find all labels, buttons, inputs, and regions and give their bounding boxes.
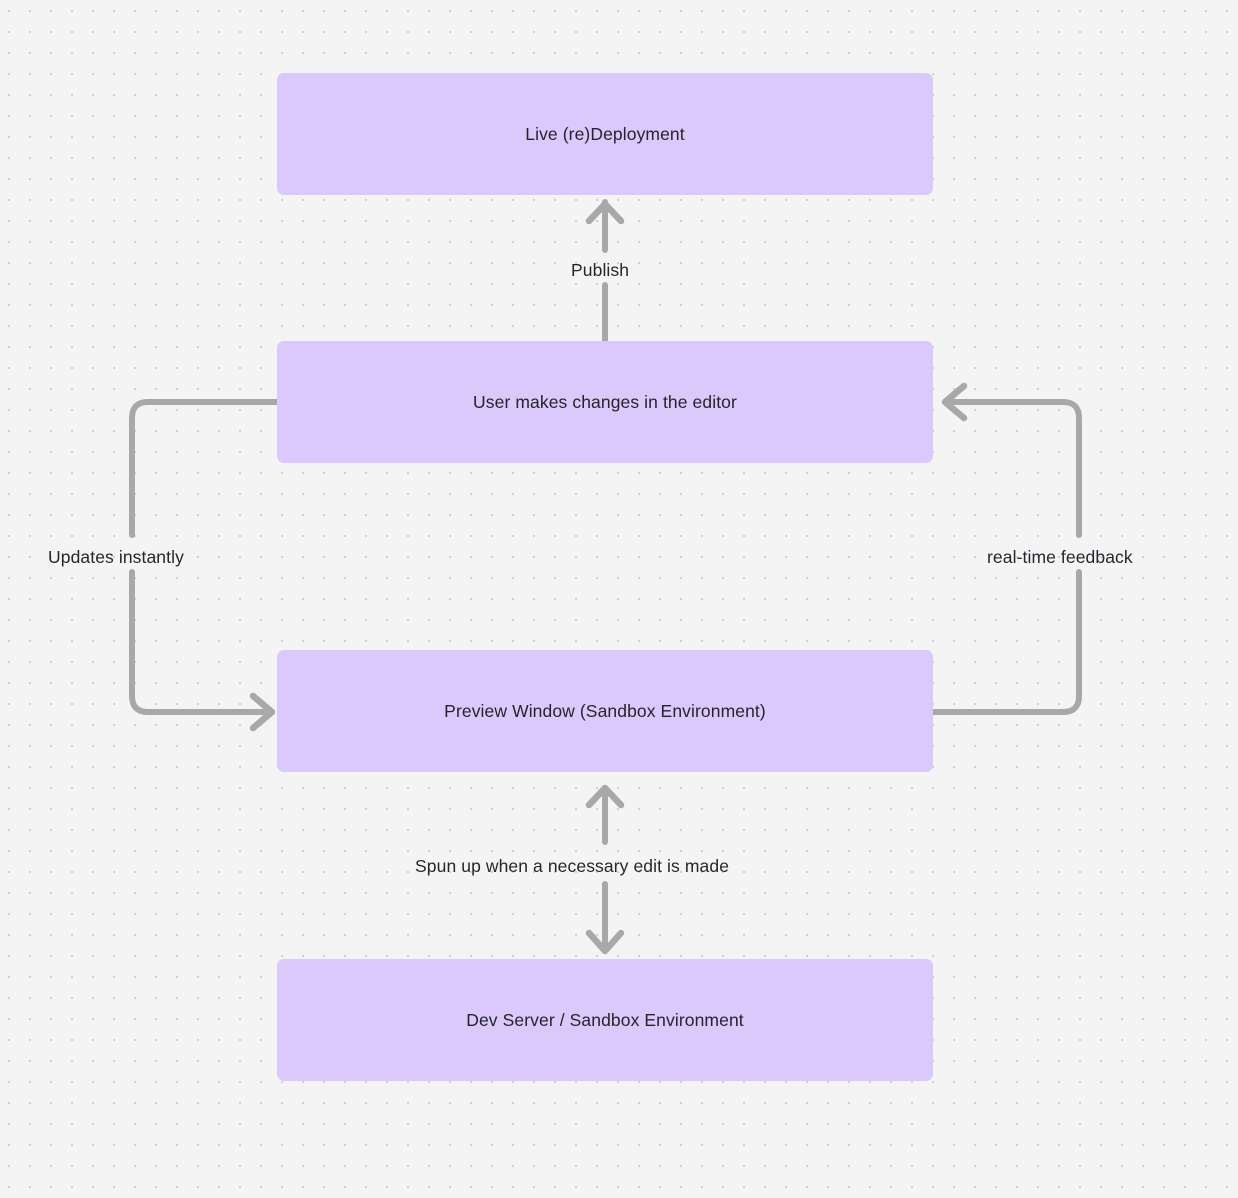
node-preview-window[interactable]: Preview Window (Sandbox Environment) <box>277 650 933 772</box>
node-live-redeployment-label: Live (re)Deployment <box>525 123 685 144</box>
edge-label-updates-instantly[interactable]: Updates instantly <box>48 547 184 567</box>
edge-label-real-time-feedback[interactable]: real-time feedback <box>987 547 1133 567</box>
edge-label-publish[interactable]: Publish <box>571 260 630 280</box>
edge-label-spun-up[interactable]: Spun up when a necessary edit is made <box>415 856 730 876</box>
node-preview-window-label: Preview Window (Sandbox Environment) <box>444 700 766 721</box>
node-user-makes-changes[interactable]: User makes changes in the editor <box>277 341 933 463</box>
node-dev-server[interactable]: Dev Server / Sandbox Environment <box>277 959 933 1081</box>
node-user-makes-changes-label: User makes changes in the editor <box>473 391 737 412</box>
node-dev-server-label: Dev Server / Sandbox Environment <box>466 1009 744 1030</box>
node-live-redeployment[interactable]: Live (re)Deployment <box>277 73 933 195</box>
